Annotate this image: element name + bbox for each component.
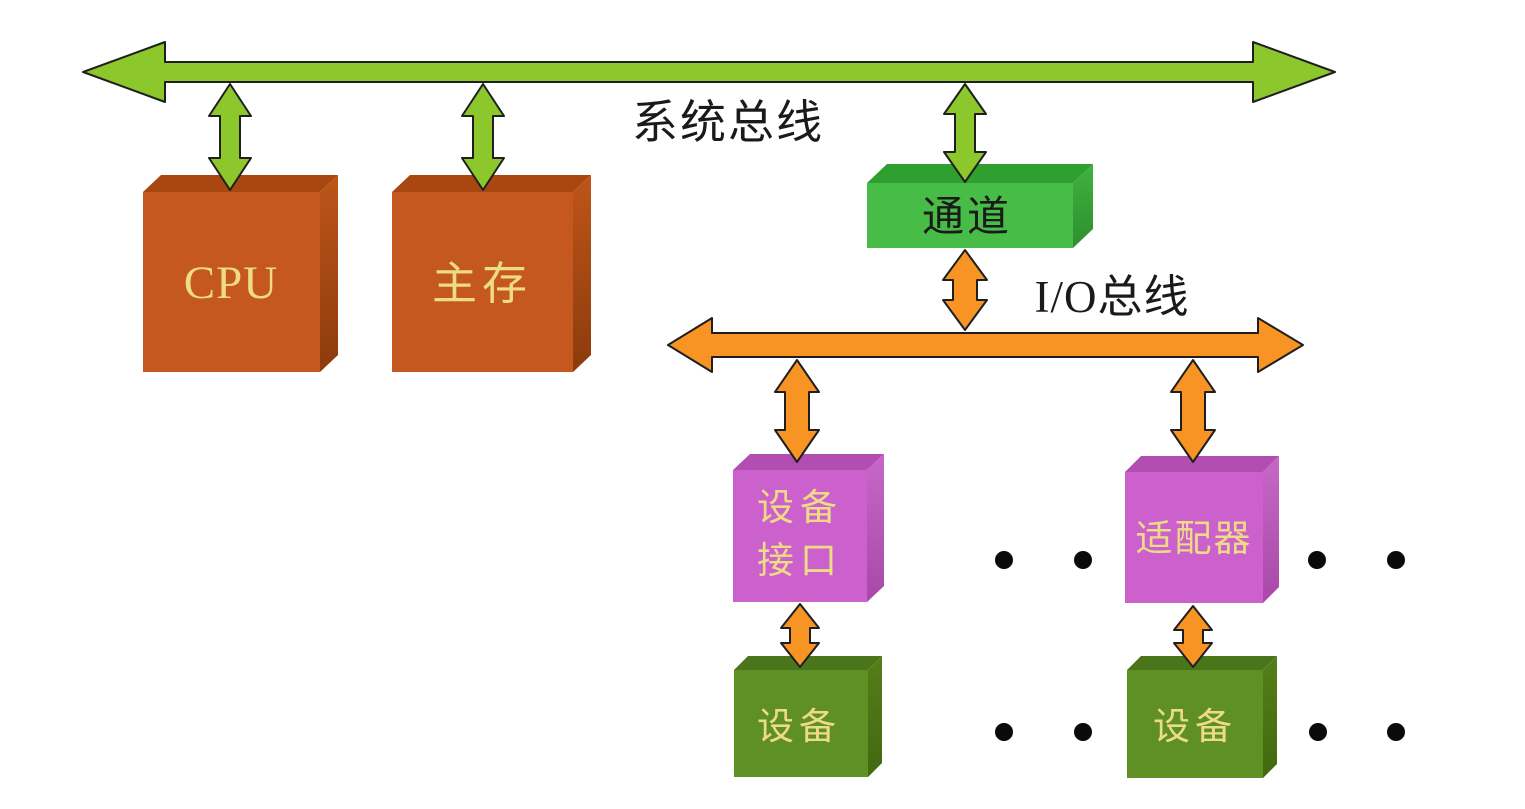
device-right-label: 设备 xyxy=(1153,707,1237,748)
device-interface-device-connector-arrow xyxy=(780,603,820,668)
ellipsis-dot xyxy=(1309,723,1327,741)
adapter-box: 适配器 xyxy=(1125,456,1279,603)
ellipsis-dot xyxy=(1074,551,1092,569)
io-bus-adapter-connector-arrow xyxy=(1170,359,1216,463)
adapter-box-right-face xyxy=(1263,456,1279,603)
system-bus-label: 系统总线 xyxy=(632,97,824,148)
channel-box-right-face xyxy=(1073,164,1093,248)
main-memory-box-front-face xyxy=(392,192,573,372)
ellipsis-dot xyxy=(1387,723,1405,741)
main-memory-box: 主存 xyxy=(392,175,591,372)
device-interface-box: 设备 接口 xyxy=(733,454,884,602)
device-right-box-top-face xyxy=(1127,656,1277,670)
device-left-box-right-face xyxy=(868,656,882,777)
device-left-label: 设备 xyxy=(757,707,841,748)
device-left-box: 设备 xyxy=(734,656,882,777)
channel-bus-connector-arrow xyxy=(943,83,987,183)
channel-label: 通道 xyxy=(922,195,1012,241)
channel-io-bus-connector-arrow xyxy=(942,249,988,331)
cpu-label: CPU xyxy=(184,257,278,309)
ellipsis-dot xyxy=(995,551,1013,569)
ellipsis-dot xyxy=(1308,551,1326,569)
cpu-box: CPU xyxy=(143,175,338,372)
ellipsis-dot xyxy=(1074,723,1092,741)
ellipsis-dot xyxy=(995,723,1013,741)
device-right-box-right-face xyxy=(1263,656,1277,778)
device-interface-box-top-face xyxy=(733,454,884,470)
device-interface-label-line2: 接口 xyxy=(757,541,843,582)
device-interface-box-front-face xyxy=(733,470,867,602)
cpu-box-top-face xyxy=(143,175,338,192)
adapter-device-connector-arrow xyxy=(1173,605,1213,668)
main-memory-box-right-face xyxy=(573,175,591,372)
channel-box-front-face xyxy=(867,183,1073,248)
channel-box-top-face xyxy=(867,164,1093,183)
adapter-label: 适配器 xyxy=(1136,519,1253,560)
device-right-box-front-face xyxy=(1127,670,1263,778)
system-bus-arrow xyxy=(82,41,1336,103)
cpu-box-right-face xyxy=(320,175,338,372)
device-interface-label-line1: 设备 xyxy=(757,488,843,529)
adapter-box-top-face xyxy=(1125,456,1279,472)
cpu-box-front-face xyxy=(143,192,320,372)
main-memory-bus-connector-arrow xyxy=(461,83,505,191)
main-memory-label: 主存 xyxy=(432,259,532,309)
io-bus-device-interface-connector-arrow xyxy=(774,359,820,463)
cpu-bus-connector-arrow xyxy=(208,83,252,191)
ellipsis-dots xyxy=(995,551,1405,741)
main-memory-box-top-face xyxy=(392,175,591,192)
channel-box: 通道 xyxy=(867,164,1093,248)
io-bus-label: I/O总线 xyxy=(1035,272,1190,322)
device-right-box: 设备 xyxy=(1127,656,1277,778)
adapter-box-front-face xyxy=(1125,472,1263,603)
ellipsis-dot xyxy=(1387,551,1405,569)
io-bus-arrow xyxy=(667,317,1304,373)
device-left-box-front-face xyxy=(734,670,868,777)
device-interface-box-right-face xyxy=(867,454,884,602)
device-left-box-top-face xyxy=(734,656,882,670)
